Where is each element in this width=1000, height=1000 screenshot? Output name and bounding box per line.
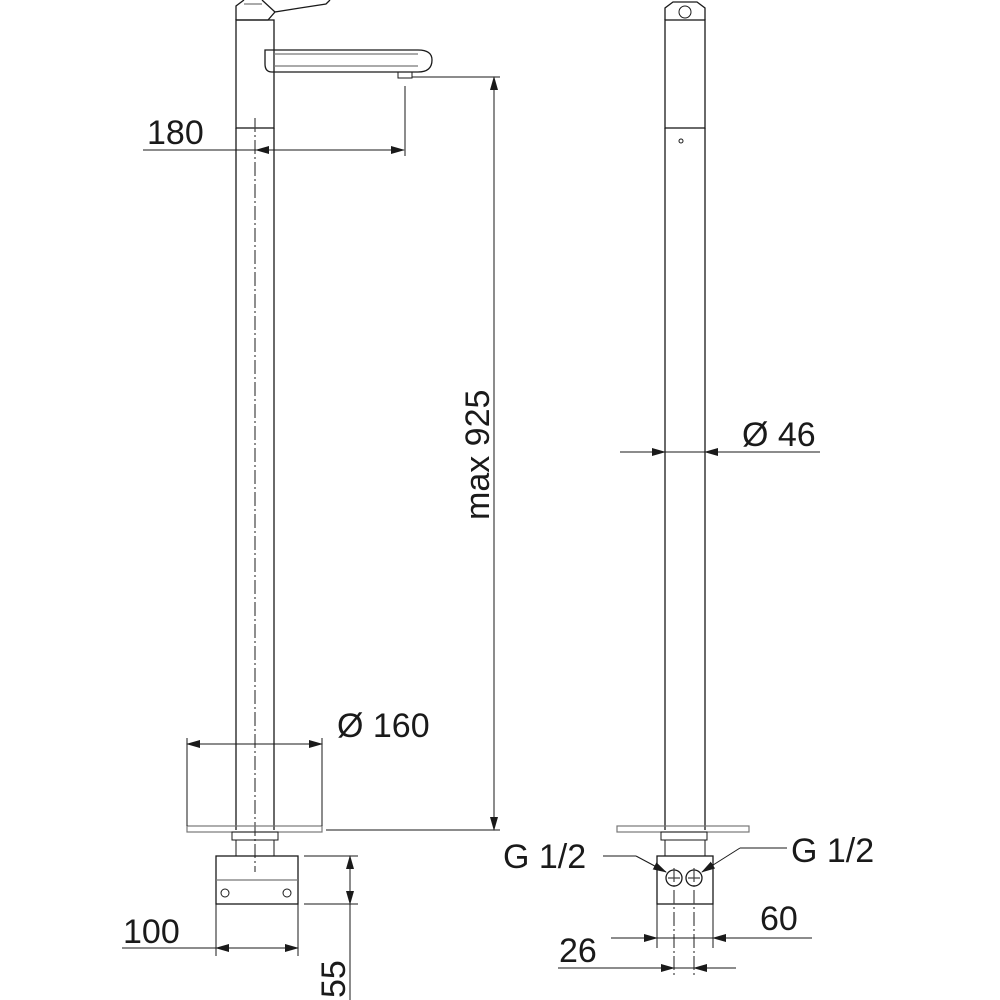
dimension-base-diameter: Ø 160 (186, 707, 430, 826)
side-top-cap (664, 1, 706, 20)
spout-reach-label: 180 (147, 114, 204, 152)
max-height-label: max 925 (459, 390, 497, 520)
dimension-block-height: 55 (304, 855, 358, 1000)
side-base-plate (616, 825, 750, 856)
front-view: 180 max 925 Ø 160 100 (122, 0, 500, 1000)
block-width-label: 100 (123, 913, 180, 951)
right-connection-label: G 1/2 (791, 832, 874, 870)
callout-left-connection: G 1/2 (503, 838, 667, 876)
spout (264, 49, 433, 79)
column-tube (235, 118, 275, 872)
column-diameter-label: Ø 46 (742, 416, 816, 454)
dimension-block-width: 100 (122, 904, 299, 956)
connection-block (215, 840, 299, 905)
dimension-side-block-width: 60 (611, 900, 812, 948)
lever-handle (235, 0, 331, 21)
base-plate (186, 825, 323, 841)
left-connection-label: G 1/2 (503, 838, 586, 876)
side-block-width-label: 60 (760, 900, 798, 938)
base-diameter-label: Ø 160 (337, 707, 430, 745)
connection-spacing-label: 26 (559, 932, 597, 970)
side-column (664, 19, 706, 830)
dimension-connection-spacing: 26 (558, 932, 736, 972)
callout-right-connection: G 1/2 (701, 832, 874, 873)
side-view: Ø 46 G 1/2 G 1/2 60 26 (503, 1, 874, 975)
side-connection-block (656, 855, 714, 975)
dimension-spout-reach: 180 (143, 86, 406, 156)
block-height-label: 55 (315, 960, 353, 998)
dimension-max-height: max 925 (326, 76, 500, 831)
mixer-body (235, 19, 275, 129)
dimension-column-diameter: Ø 46 (620, 416, 820, 456)
